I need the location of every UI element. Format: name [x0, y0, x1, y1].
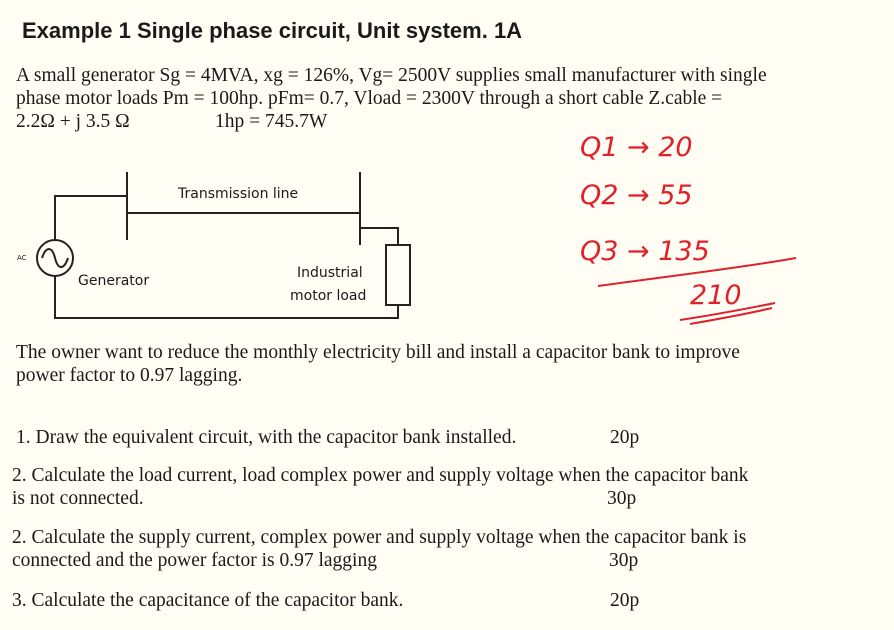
question-2-points: 30p: [607, 488, 637, 509]
question-4: 3. Calculate the capacitance of the capa…: [12, 590, 404, 611]
question-2-line-2: is not connected.: [12, 488, 144, 509]
handwritten-q2-score: Q2 → 55: [580, 180, 693, 211]
ac-label: AC: [17, 254, 27, 262]
generator-lead-wire: [54, 195, 127, 240]
sine-wave-icon: [41, 248, 69, 268]
intro-line-2: phase motor loads Pm = 100hp. pFm= 0.7, …: [16, 88, 723, 109]
intro-line-1: A small generator Sg = 4MVA, xg = 126%, …: [16, 65, 767, 86]
load-label-2: motor load: [290, 288, 367, 304]
generator-symbol: [36, 239, 74, 277]
question-1-points: 20p: [610, 427, 640, 448]
owner-text-line-2: power factor to 0.97 lagging.: [16, 365, 243, 386]
owner-text-line-1: The owner want to reduce the monthly ele…: [16, 342, 740, 363]
question-2-line-1: 2. Calculate the load current, load comp…: [12, 465, 749, 486]
question-3-line-1: 2. Calculate the supply current, complex…: [12, 527, 747, 548]
page-title: Example 1 Single phase circuit, Unit sys…: [22, 18, 523, 43]
question-4-points: 20p: [610, 590, 640, 611]
handwritten-q3-score: Q3 → 135: [580, 236, 710, 267]
question-3-line-2: connected and the power factor is 0.97 l…: [12, 550, 377, 571]
transmission-line-label: Transmission line: [178, 186, 299, 202]
question-1: 1. Draw the equivalent circuit, with the…: [16, 427, 517, 448]
load-lead-wire: [360, 227, 399, 245]
handwritten-q1-score: Q1 → 20: [580, 132, 693, 163]
intro-line-3b: 1hp = 745.7W: [215, 111, 328, 132]
load-label-1: Industrial: [297, 265, 363, 281]
handwritten-total-score: 210: [690, 280, 742, 311]
return-wire: [54, 276, 399, 319]
intro-line-3a: 2.2Ω + j 3.5 Ω: [16, 111, 130, 132]
question-3-points: 30p: [609, 550, 639, 571]
generator-label: Generator: [78, 273, 150, 289]
